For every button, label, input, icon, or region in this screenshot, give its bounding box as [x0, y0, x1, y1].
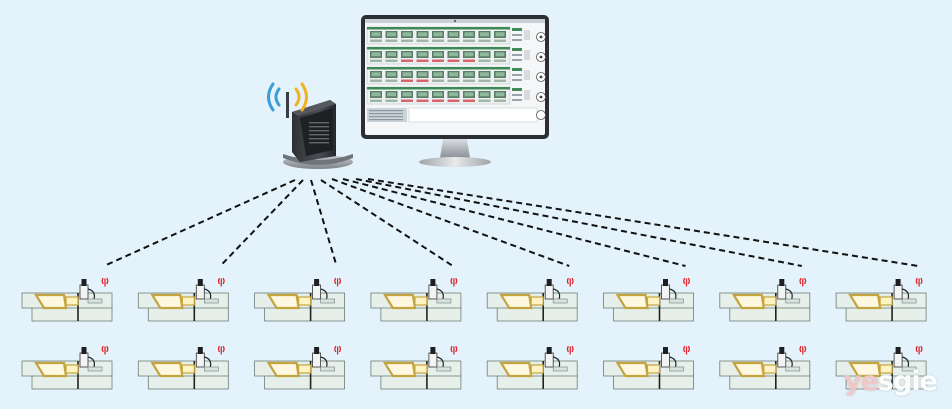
mold-icon: [848, 361, 882, 378]
mold-icon: [34, 361, 68, 378]
monitor: [361, 15, 549, 167]
monitor-log-list: [367, 108, 407, 122]
monitor-panel: [366, 26, 546, 45]
signal-icon: [450, 345, 458, 355]
mold-icon: [499, 361, 533, 378]
signal-icon: [799, 345, 807, 355]
signal-icon: [566, 345, 574, 355]
machine-unit: [21, 345, 113, 390]
signal-icon: [334, 345, 341, 355]
machine-grid: [21, 277, 927, 390]
sensor-icon: [195, 284, 205, 300]
sensor-icon: [79, 352, 89, 368]
watermark-lead: ye: [844, 366, 879, 397]
mold-icon: [731, 361, 766, 378]
monitor-stand: [440, 139, 470, 158]
sensor-icon: [544, 284, 554, 300]
machine-unit: [137, 345, 229, 390]
signal-icon: [334, 277, 341, 287]
wireless-link: [331, 178, 570, 267]
mold-icon: [615, 361, 649, 378]
mold-icon: [382, 361, 417, 378]
sensor-icon: [893, 284, 903, 300]
machine-unit: [486, 277, 578, 322]
sensor-icon: [661, 284, 670, 300]
signal-icon: [566, 277, 574, 287]
wireless-links: [103, 178, 919, 267]
machine-unit: [254, 277, 346, 322]
signal-icon: [915, 345, 923, 355]
signal-icon: [683, 345, 690, 355]
wireless-link: [320, 179, 454, 267]
signal-icon: [217, 345, 225, 355]
sensor-icon: [893, 352, 903, 368]
mold-icon: [615, 293, 649, 310]
monitor-panel: [366, 86, 546, 105]
watermark-logo: yesgie: [844, 366, 938, 397]
machine-unit: [719, 277, 811, 322]
sensor-icon: [312, 284, 322, 300]
signal-icon: [450, 277, 458, 287]
sensor-icon: [195, 352, 205, 368]
wireless-link: [342, 178, 686, 267]
signal-icon: [799, 277, 807, 287]
sensor-icon: [79, 284, 89, 300]
monitor-panel: [366, 66, 546, 85]
sensor-icon: [777, 284, 787, 300]
monitor-log-panel: [408, 107, 538, 123]
signal-icon: [683, 277, 690, 287]
wireless-link: [367, 178, 919, 267]
wireless-link: [219, 179, 304, 267]
sensor-icon: [777, 352, 787, 368]
wifi-signal-icon: [267, 82, 308, 112]
monitor-screen: [366, 26, 546, 123]
machine-unit: [254, 345, 346, 390]
monitor-base: [419, 157, 491, 167]
mold-icon: [848, 293, 882, 310]
machine-unit: [137, 277, 229, 322]
mold-icon: [150, 293, 184, 310]
sensor-icon: [312, 352, 322, 368]
mold-icon: [382, 293, 417, 310]
wireless-link: [310, 179, 338, 267]
signal-icon: [217, 277, 225, 287]
machine-unit: [835, 277, 927, 322]
watermark-tail: sgie: [877, 366, 938, 397]
sensor-icon: [428, 284, 438, 300]
wireless-link: [103, 179, 296, 267]
sensor-icon: [428, 352, 438, 368]
signal-icon: [101, 277, 109, 287]
machine-unit: [835, 345, 927, 390]
antenna: [286, 92, 289, 118]
monitor-panel: [366, 46, 546, 65]
sensor-icon: [661, 352, 670, 368]
sensor-icon: [544, 352, 554, 368]
mold-icon: [499, 293, 533, 310]
machine-unit: [603, 345, 694, 390]
machine-unit: [486, 345, 578, 390]
mold-icon: [731, 293, 766, 310]
wireless-link: [355, 178, 802, 267]
mold-icon: [266, 361, 300, 378]
machine-unit: [21, 277, 113, 322]
machine-unit: [603, 277, 694, 322]
mold-icon: [150, 361, 184, 378]
mold-icon: [34, 293, 68, 310]
machine-unit: [370, 277, 462, 322]
mold-icon: [266, 293, 300, 310]
machine-unit: [719, 345, 811, 390]
signal-icon: [915, 277, 923, 287]
router: [267, 82, 353, 169]
signal-icon: [101, 345, 109, 355]
machine-unit: [370, 345, 462, 390]
